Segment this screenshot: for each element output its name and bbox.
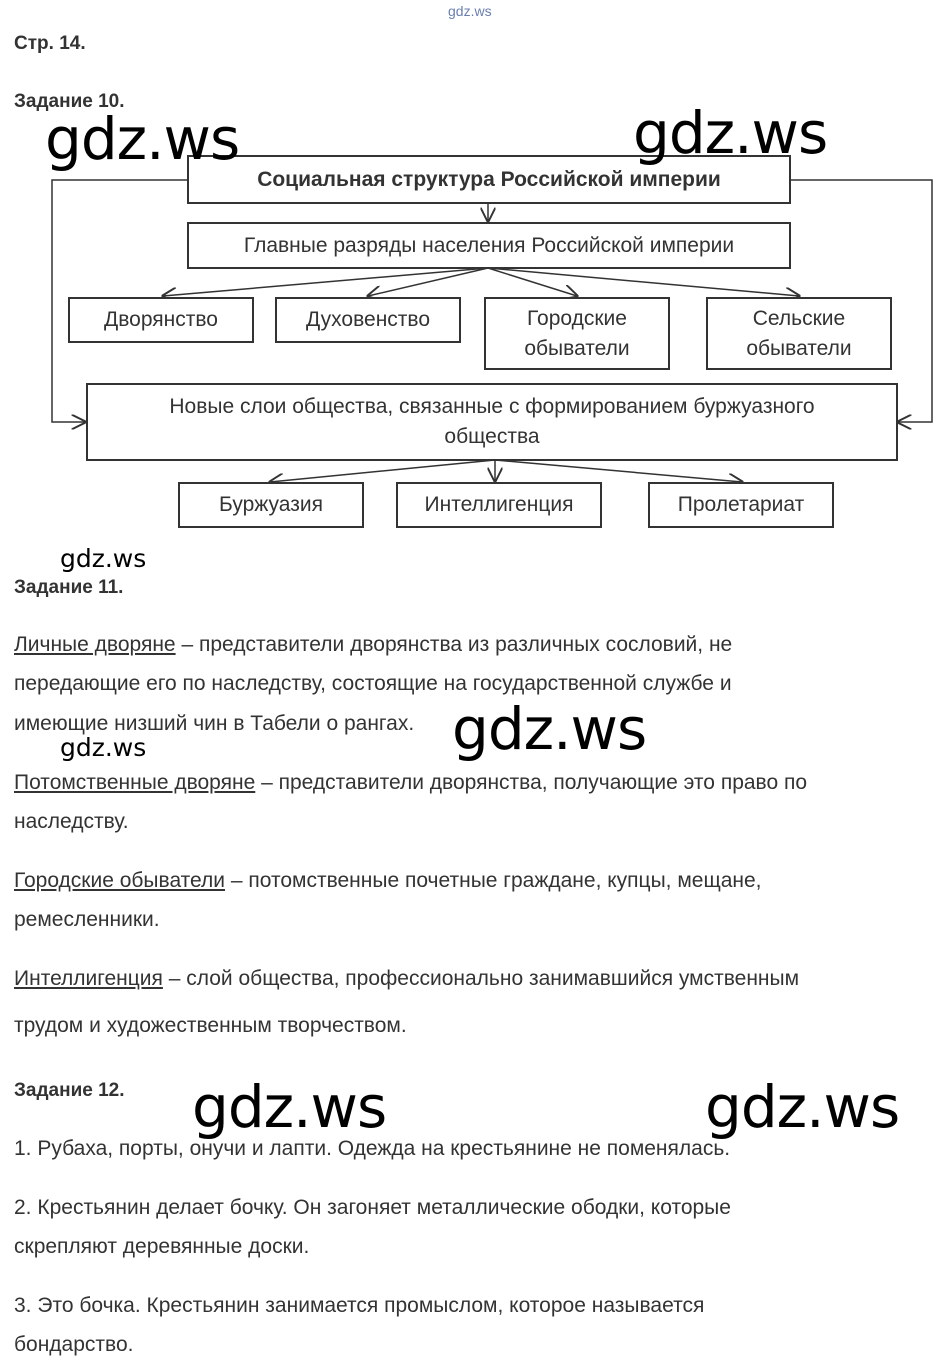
definition-text: наследству. — [14, 810, 129, 833]
box-root: Социальная структура Российской империи — [187, 155, 791, 204]
page-label: Стр. 14. — [14, 33, 86, 54]
definition-text: – слой общества, профессионально занимав… — [162, 967, 800, 990]
box-town-dwellers: Городские обыватели — [484, 297, 670, 370]
arrow-new-proletariat — [494, 459, 742, 482]
box-nobility: Дворянство — [68, 297, 254, 343]
watermark: gdz.ws — [60, 544, 147, 573]
box-intelligentsia-label: Интеллигенция — [424, 493, 574, 516]
definition-text: ремесленники. — [14, 908, 160, 931]
box-new-layers: Новые слои общества, связанные с формиро… — [86, 383, 898, 461]
box-clergy-label: Духовенство — [305, 308, 431, 331]
watermark: gdz.ws — [60, 733, 147, 762]
definition-term: Городские обыватели — [14, 869, 226, 892]
box-rural-dwellers: Сельские обыватели — [706, 297, 892, 370]
box-intelligentsia: Интеллигенция — [396, 482, 602, 528]
watermark: gdz.ws — [452, 695, 647, 763]
answer-text: скрепляют деревянные доски. — [14, 1235, 310, 1258]
arrow-left-bracket — [51, 179, 187, 422]
task11-title: Задание 11. — [14, 577, 124, 598]
definition: Городские обыватели – потомственные поче… — [14, 869, 762, 893]
diagram-connectors — [51, 179, 933, 560]
answer-text: 3. Это бочка. Крестьянин занимается пром… — [14, 1294, 705, 1317]
watermark: gdz.ws — [633, 99, 828, 167]
box-main-label: Главные разряды населения Российской имп… — [243, 233, 735, 257]
answer-text: 1. Рубаха, порты, онучи и лапти. Одежда … — [14, 1137, 731, 1160]
definition-term: Интеллигенция — [14, 967, 163, 990]
box-proletariat: Пролетариат — [648, 482, 834, 528]
definition: Потомственные дворяне – представители дв… — [14, 771, 807, 795]
definition-term: Потомственные дворяне — [14, 771, 256, 794]
watermark: gdz.ws — [705, 1073, 900, 1141]
box-clergy: Духовенство — [275, 297, 461, 343]
arrow-right-bracket — [790, 179, 933, 422]
definition-text: – потомственные почетные граждане, купцы… — [225, 869, 762, 892]
answer-text: бондарство. — [14, 1333, 134, 1356]
arrow-main-rural — [487, 267, 799, 296]
answer-text: 2. Крестьянин делает бочку. Он загоняет … — [14, 1196, 731, 1219]
definition-text: – представители дворянства из различных … — [175, 633, 733, 656]
definition: Интеллигенция – слой общества, профессио… — [14, 967, 799, 991]
definition: Личные дворяне – представители дворянств… — [14, 633, 732, 657]
definition-text: – представители дворянства, получающие э… — [255, 771, 808, 794]
task12-title: Задание 12. — [14, 1080, 125, 1101]
box-root-label: Социальная структура Российской империи — [257, 167, 721, 191]
box-town-label: Городские обыватели — [524, 306, 630, 360]
box-rural-label: Сельские обыватели — [746, 306, 852, 360]
box-bourgeoisie-label: Буржуазия — [219, 493, 323, 516]
definition-text: передающие его по наследству, состоящие … — [14, 672, 732, 695]
box-main-ranks: Главные разряды населения Российской имп… — [187, 222, 791, 269]
box-proletariat-label: Пролетариат — [677, 493, 805, 516]
arrow-new-bourgeoisie — [270, 459, 496, 482]
task10-title: Задание 10. — [14, 91, 125, 112]
box-nobility-label: Дворянство — [104, 308, 218, 331]
definition-text: трудом и художественным творчеством. — [14, 1014, 407, 1037]
box-bourgeoisie: Буржуазия — [178, 482, 364, 528]
arrow-main-town — [487, 267, 577, 296]
site-mark: gdz.ws — [448, 3, 492, 19]
definition-term: Личные дворяне — [14, 633, 176, 656]
watermark: gdz.ws — [192, 1073, 387, 1141]
watermark: gdz.ws — [45, 105, 240, 173]
definition-text: имеющие низший чин в Табели о рангах. — [14, 712, 415, 735]
box-new-layers-label: Новые слои общества, связанные с формиро… — [169, 395, 815, 448]
arrow-main-nobility — [163, 267, 489, 296]
arrow-main-clergy — [368, 267, 489, 296]
